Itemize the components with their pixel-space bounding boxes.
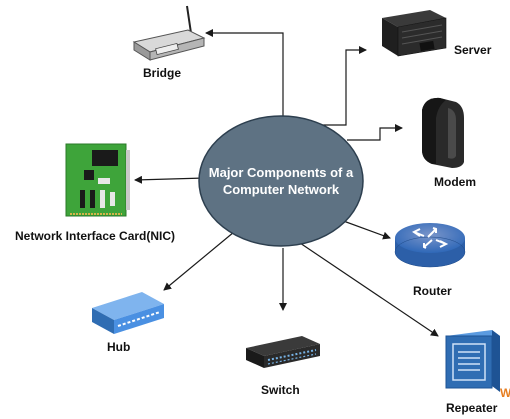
hub-label: Hub <box>107 340 131 354</box>
center-ellipse <box>198 115 364 247</box>
arrow-to-repeater <box>299 242 439 337</box>
arrow-to-modem <box>347 124 403 141</box>
hub-icon <box>92 292 164 334</box>
router-label: Router <box>413 284 452 298</box>
repeater-label: Repeater <box>446 401 498 415</box>
watermark-letter: W <box>500 386 510 400</box>
bridge-label: Bridge <box>143 66 182 80</box>
bridge-icon <box>132 5 206 61</box>
arrow-to-hub <box>163 231 235 291</box>
nic-label: Network Interface Card(NIC) <box>15 229 176 243</box>
arrow-to-router <box>337 218 391 240</box>
arrow-to-nic <box>134 175 206 184</box>
arrow-to-bridge <box>205 29 284 118</box>
switch-icon <box>246 336 320 368</box>
router-icon <box>394 223 466 268</box>
repeater-icon <box>445 330 500 392</box>
server-label: Server <box>454 43 492 57</box>
switch-label: Switch <box>261 383 300 397</box>
server-icon <box>382 10 447 57</box>
arrow-to-server <box>288 46 367 126</box>
modem-icon <box>422 97 464 168</box>
nic-card-icon <box>65 143 130 217</box>
center-title-line1: Major Components of a <box>209 165 354 180</box>
center-title-line2: Computer Network <box>223 182 340 197</box>
modem-label: Modem <box>434 175 476 189</box>
